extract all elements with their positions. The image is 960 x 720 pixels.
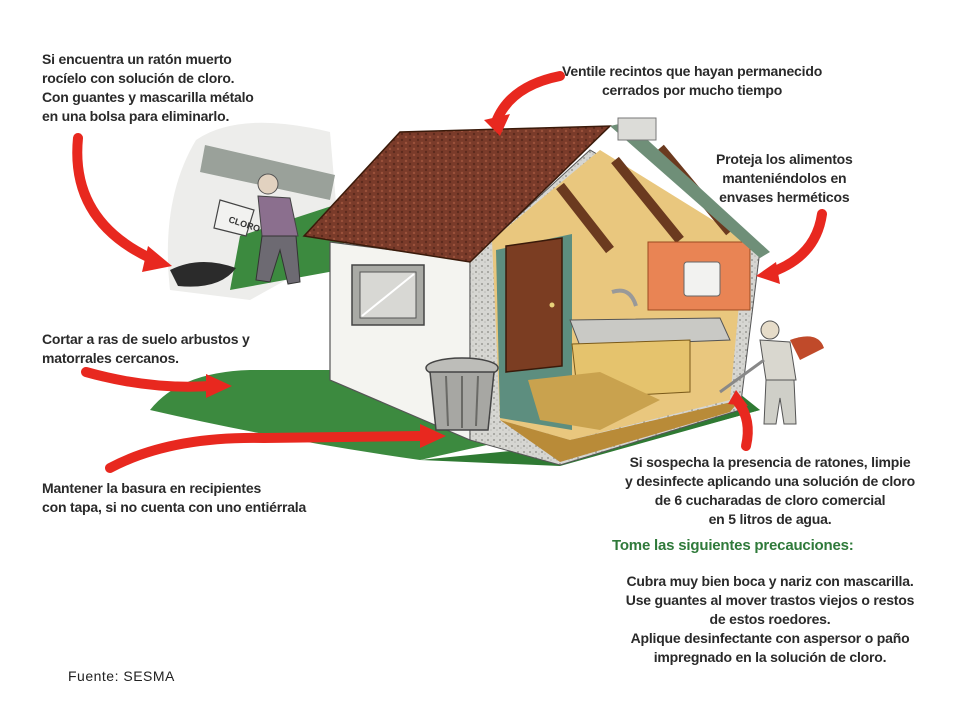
dead-mouse-icon [170,261,236,287]
arrow-to-trash [105,431,425,473]
note-line: Mantener la basura en recipientes [42,480,262,496]
note-line: de 6 cucharadas de cloro comercial [654,492,886,508]
note-line: Cortar a ras de suelo arbustos y [42,331,250,347]
food-cabinet [647,241,751,311]
note-line: Si sospecha la presencia de ratones, lim… [629,454,911,470]
note-protect-food: Proteja los alimentos manteniéndolos en … [716,150,853,207]
note-line: rocíelo con solución de cloro. [42,70,235,86]
note-line: Con guantes y mascarilla métalo [42,89,254,105]
note-trash: Mantener la basura en recipientes con ta… [42,479,306,517]
arrow-to-mouse [72,133,155,263]
note-line: matorrales cercanos. [42,350,179,366]
arrowheads [142,114,780,448]
trash-can-icon [425,357,499,431]
note-dead-mouse: Si encuentra un ratón muerto rocíelo con… [42,50,254,126]
precautions-heading: Tome las siguientes precauciones: [612,537,854,554]
person-with-bag-icon: CLORO [213,173,301,285]
note-line: en una bolsa para eliminarlo. [42,108,230,124]
note-disinfect: Si sospecha la presencia de ratones, lim… [604,453,936,529]
note-line: Use guantes al mover trastos viejos o re… [625,592,915,608]
note-line: Aplique desinfectante con aspersor o pañ… [630,630,910,646]
arrow-to-grass [81,367,215,392]
chimney [617,117,657,141]
arrow-to-cabinet [767,209,827,277]
note-line: Proteja los alimentos [716,151,853,167]
note-line: de estos roedores. [709,611,831,627]
note-line: impregnado en la solución de cloro. [653,649,887,665]
note-line: envases herméticos [719,189,850,205]
arrows [72,71,827,473]
mouse-disposal-scene: CLORO [167,122,350,300]
note-line: con tapa, si no cuenta con uno entiérral… [42,499,307,515]
note-line: en 5 litros de agua. [708,511,832,527]
precautions-list: Cubra muy bien boca y nariz con mascaril… [600,572,940,667]
note-line: Cubra muy bien boca y nariz con mascaril… [626,573,914,589]
note-line: cerrados por mucho tiempo [601,82,783,98]
note-line: Si encuentra un ratón muerto [42,51,232,67]
arrow-to-wall-base [733,397,753,451]
arrow-to-roof [491,71,565,127]
note-ventilate: Ventile recintos que hayan permanecido c… [562,62,822,100]
note-cut-bushes: Cortar a ras de suelo arbustos y matorra… [42,330,250,368]
house-window [351,264,425,326]
note-line: y desinfecte aplicando una solución de c… [625,473,915,489]
note-line: manteniéndolos en [722,170,847,186]
house-door [505,237,563,373]
person-spraying-icon [719,320,824,425]
source-label: Fuente: SESMA [68,668,175,684]
note-line: Ventile recintos que hayan permanecido [562,63,823,79]
